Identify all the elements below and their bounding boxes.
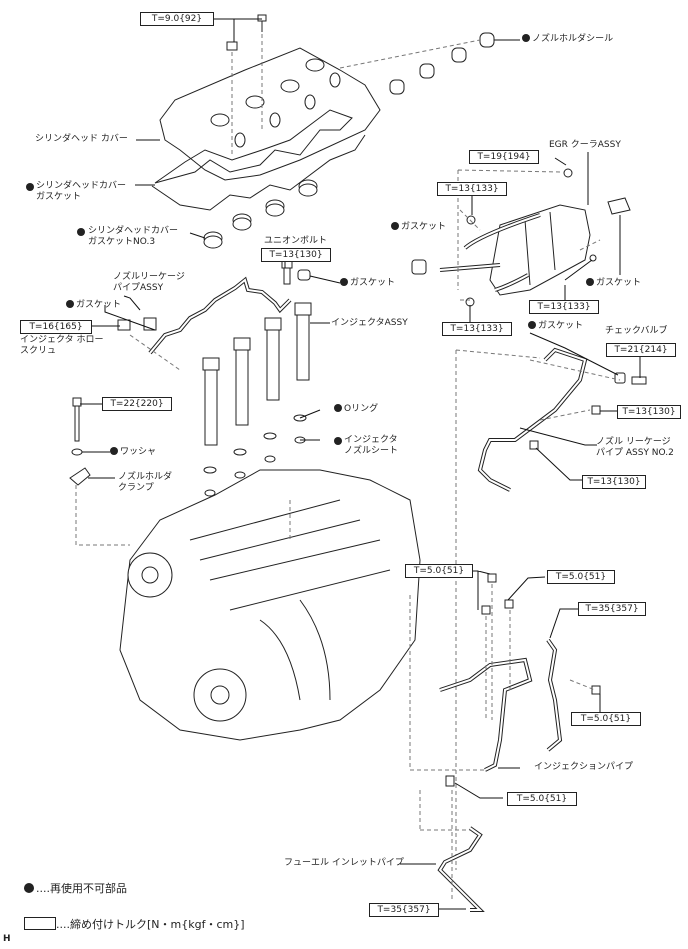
label-washer: ワッシャ [110, 447, 156, 458]
torque-clamp-bolt: T=22{220} [102, 397, 172, 411]
non-reusable-dot-icon [77, 228, 85, 236]
legend-non-reusable: ....再使用不可部品 [24, 880, 127, 896]
torque-egr-bolt-right: T=13{133} [529, 300, 599, 314]
injector-drawings [202, 302, 312, 446]
torque-inlet-clamp-bolt: T=5.0{51} [507, 792, 577, 806]
label-gasket-egr-left: ガスケット [391, 222, 446, 233]
non-reusable-dot-icon [26, 183, 34, 191]
non-reusable-dot-icon [110, 447, 118, 455]
torque-inj-pipe-nut: T=35{357} [578, 602, 646, 616]
torque-union-bolt: T=13{130} [261, 248, 331, 262]
label-nozzle-holder-clamp: ノズルホルダ クランプ [118, 472, 173, 493]
label-injector-hollow-screw: インジェクタ ホロー スクリュ [20, 335, 104, 356]
non-reusable-dot-icon [522, 34, 530, 42]
label-injection-pipe: インジェクションパイプ [534, 762, 634, 772]
torque-inj-clamp-bolt-2: T=5.0{51} [547, 570, 615, 584]
legend-torque: ....締め付けトルク[N・m{kgf・cm}] [24, 916, 245, 932]
label-cylinder-head-cover: シリンダヘッド カバー [35, 134, 128, 144]
label-o-ring: Oリング [334, 404, 378, 415]
label-nozzle-holder-seal: ノズルホルダシール [522, 34, 613, 45]
non-reusable-dot-icon [334, 404, 342, 412]
torque-leak-pipe-bolt-2: T=13{130} [582, 475, 646, 489]
torque-leak-pipe-bolt-1: T=13{130} [617, 405, 681, 419]
torque-egr-nut-left-bottom: T=13{133} [442, 322, 512, 336]
label-nozzle-leakage-pipe: ノズルリーケージ パイプASSY [113, 272, 185, 293]
label-nozzle-leakage-pipe-no2: ノズル リーケージ パイプ ASSY NO.2 [596, 437, 674, 458]
torque-inlet-pipe-nut: T=35{357} [369, 903, 439, 917]
label-gasket-egr-right: ガスケット [586, 278, 641, 289]
torque-hollow-screw: T=16{165} [20, 320, 92, 334]
label-injector-assy: インジェクタASSY [331, 318, 408, 328]
non-reusable-dot-icon [24, 883, 34, 893]
label-cylinder-head-cover-gasket: シリンダヘッドカバー ガスケット [26, 181, 126, 203]
o-ring-and-seat-drawings [203, 414, 307, 497]
nozzle-holder-seal-drawings [389, 32, 495, 95]
cylinder-head-cover-gasket-drawing [154, 109, 353, 184]
label-gasket-union: ガスケット [340, 278, 395, 289]
torque-egr-bolt-top: T=19{194} [469, 150, 539, 164]
torque-egr-nut-left-top: T=13{133} [437, 182, 507, 196]
nozzle-leakage-pipe-no2-drawing [477, 347, 588, 492]
non-reusable-dot-icon [586, 278, 594, 286]
non-reusable-dot-icon [334, 437, 342, 445]
non-reusable-dot-icon [66, 300, 74, 308]
non-reusable-dot-icon [391, 222, 399, 230]
torque-head-cover-bolt: T=9.0{92} [140, 12, 214, 26]
cylinder-head-cover-drawing [159, 47, 381, 181]
egr-cooler-drawing [411, 168, 631, 307]
torque-check-valve: T=21{214} [606, 343, 676, 357]
gasket-no3-drawings [203, 179, 318, 249]
corner-mark: H [3, 934, 11, 944]
torque-inj-bracket-bolt: T=5.0{51} [571, 712, 641, 726]
label-gasket-left: ガスケット [66, 300, 121, 311]
label-union-bolt: ユニオンボルト [264, 236, 328, 246]
label-gasket-no3: シリンダヘッドカバー ガスケットNO.3 [77, 226, 178, 248]
non-reusable-dot-icon [340, 278, 348, 286]
fuel-inlet-pipe-drawing [437, 826, 485, 912]
label-egr-cooler: EGR クーラASSY [549, 140, 621, 150]
engine-block-drawing [119, 469, 421, 741]
leader-lines [80, 18, 641, 910]
label-fuel-inlet-pipe: フューエル インレットパイプ [284, 858, 404, 868]
non-reusable-dot-icon [528, 321, 536, 329]
label-injector-nozzle-seat: インジェクタ ノズルシート [334, 435, 398, 457]
label-check-valve: チェックバルブ [605, 326, 668, 336]
injection-pipe-drawing [439, 573, 601, 772]
label-gasket-check: ガスケット [528, 321, 583, 332]
torque-box-icon [24, 917, 56, 930]
torque-inj-clamp-bolt-1: T=5.0{51} [405, 564, 473, 578]
